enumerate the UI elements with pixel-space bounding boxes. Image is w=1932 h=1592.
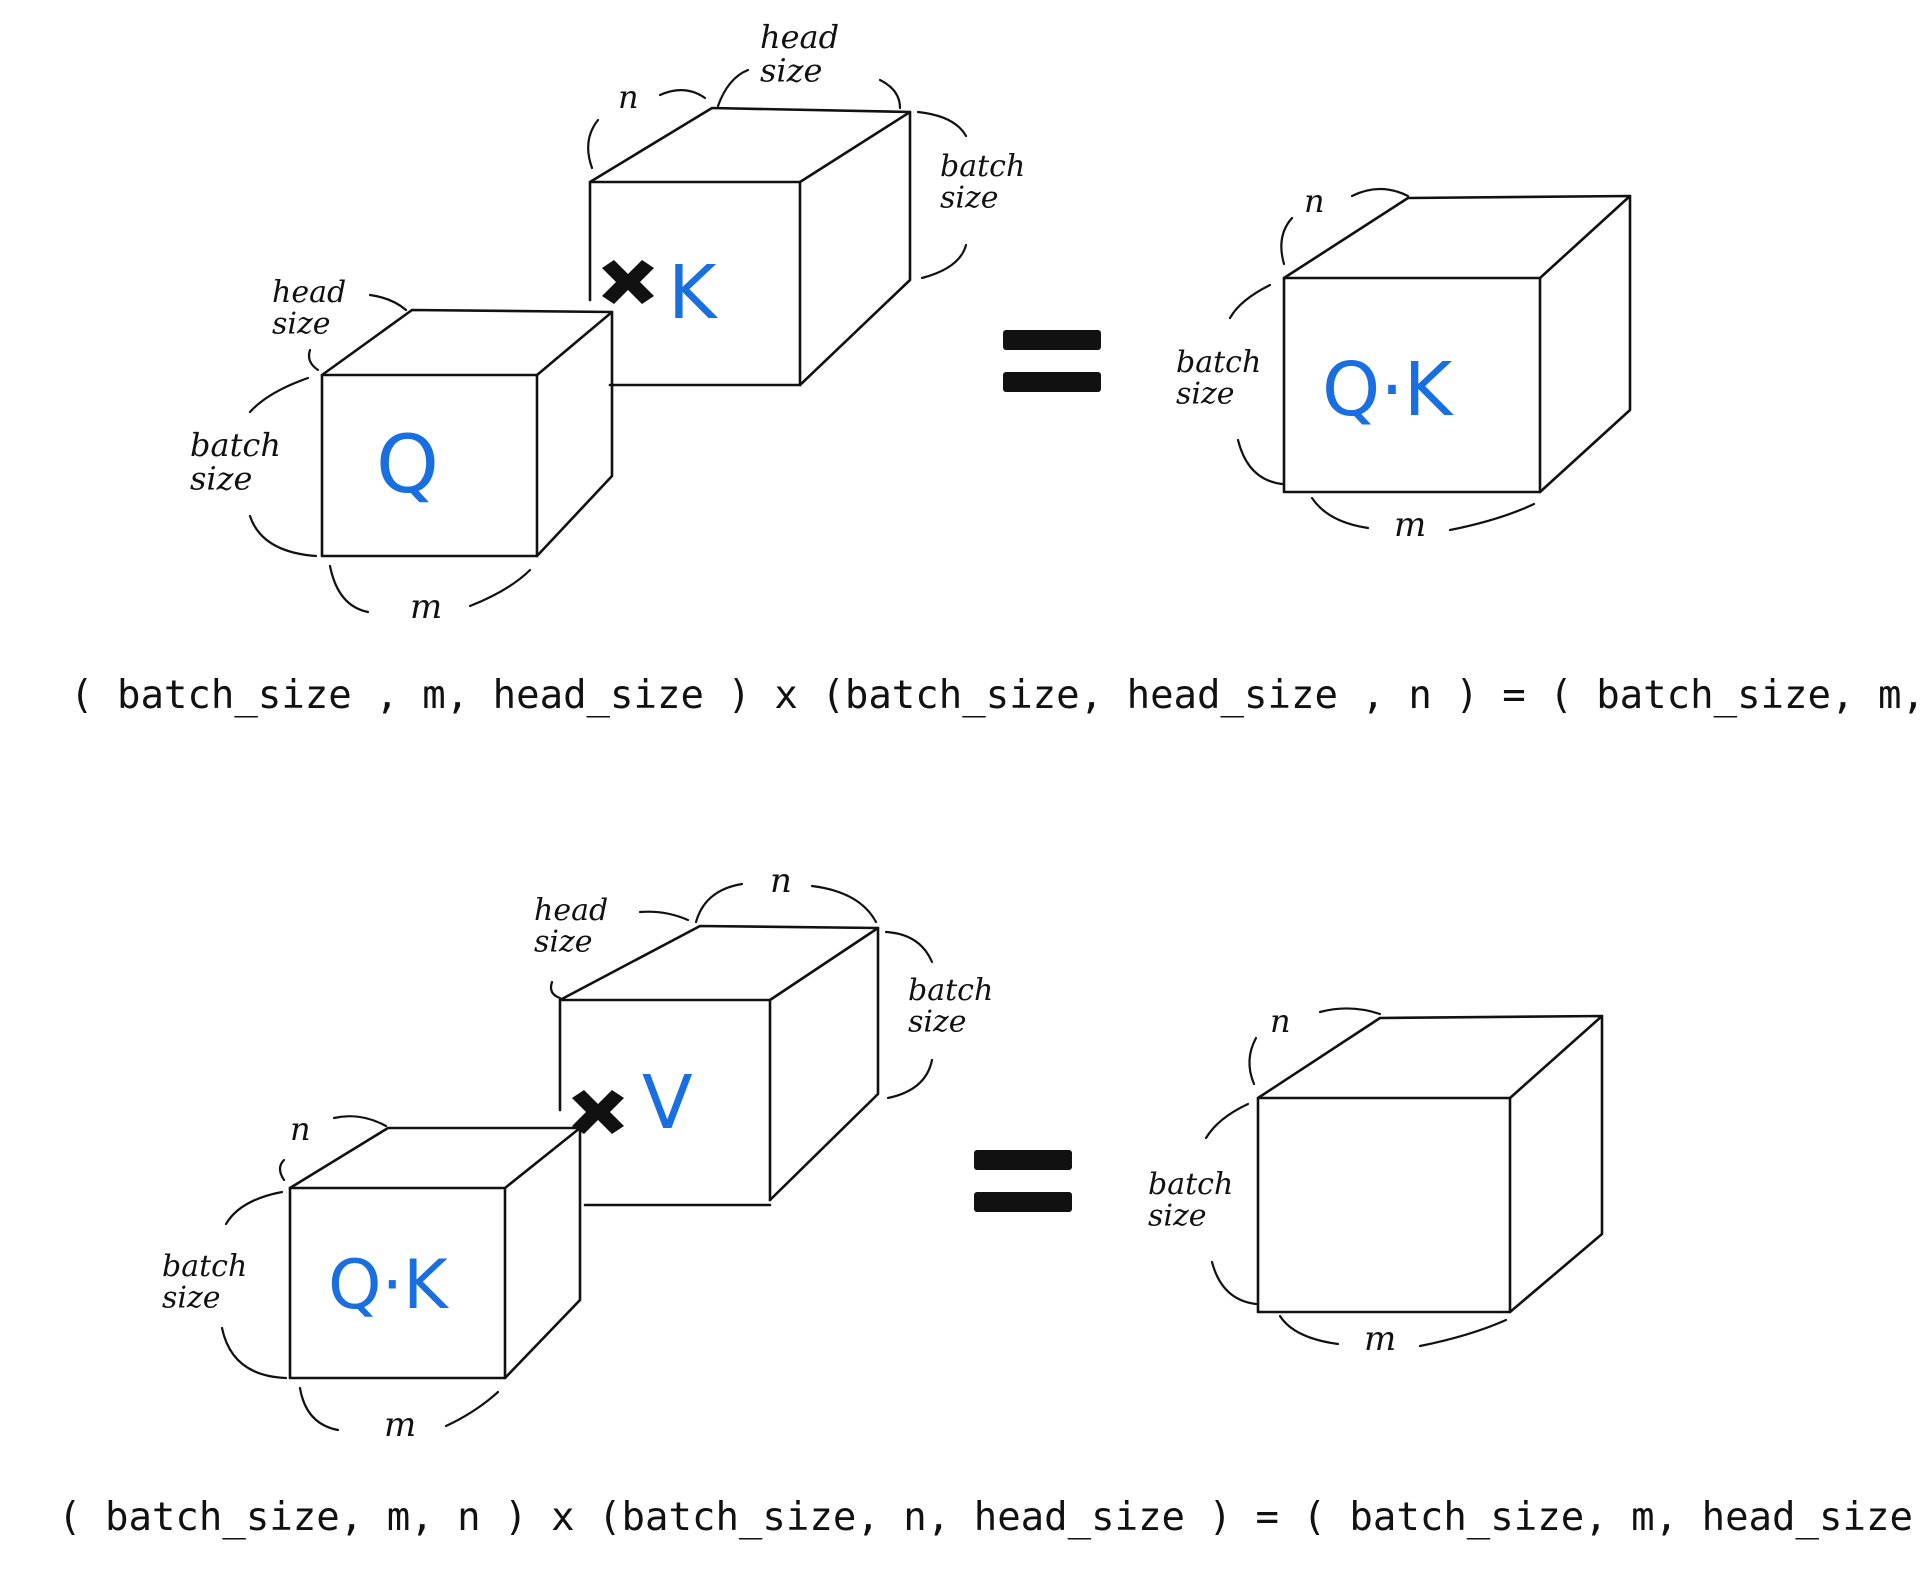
output-m-label: m [1364,1319,1396,1359]
output-result-cube [1256,1014,1604,1314]
qk-input-cube: Q·K [288,1126,582,1380]
qk-result-label: Q·K [1322,347,1455,433]
q-m-label: m [410,587,442,627]
v-cube: V [558,924,880,1207]
equation-2: ( batch_size, m, n ) x (batch_size, n, h… [58,1495,1932,1540]
output-n-label: n [1270,1002,1291,1040]
k-cube: K [588,106,912,387]
qk-result-cube: Q·K [1282,194,1632,494]
equals-icon [1003,330,1101,392]
q-cube: Q [320,308,614,558]
qk-input-m-label: m [384,1405,416,1445]
multiply-icon [572,1090,624,1134]
k-label: K [668,250,719,336]
qk-input-label: Q·K [328,1246,450,1325]
diagram-1: K Q Q·K n [70,18,1932,718]
qk-m-label: m [1394,505,1426,545]
equals-icon [974,1150,1072,1212]
k-n-label: n [618,78,639,116]
v-label: V [642,1060,693,1146]
qk-input-n-label: n [290,1110,311,1148]
multiply-icon [602,260,654,304]
equation-1: ( batch_size , m, head_size ) x (batch_s… [70,673,1932,718]
qk-n-label: n [1304,182,1325,220]
v-n-label: n [770,861,792,901]
q-label: Q [376,418,439,511]
